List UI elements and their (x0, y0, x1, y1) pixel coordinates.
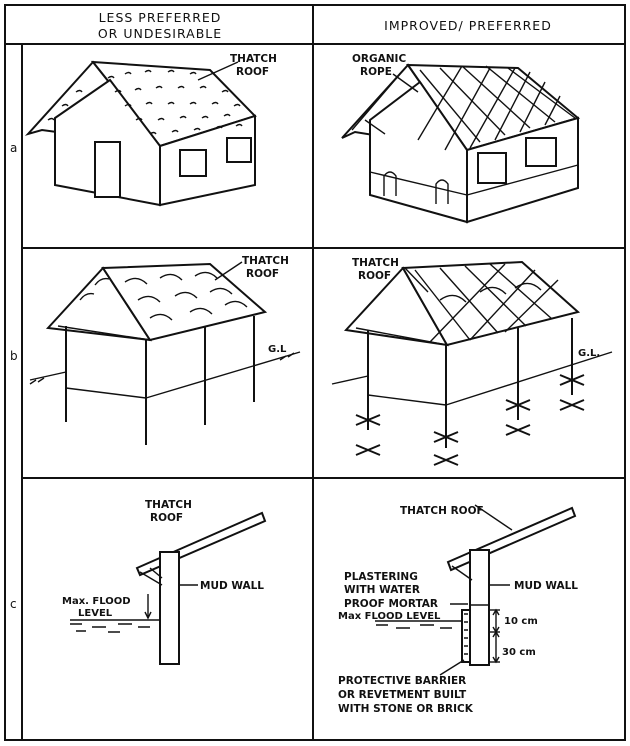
shed-unanchored (29, 261, 301, 445)
row-c-right-flood: Max FLOOD LEVEL (338, 611, 441, 622)
row-b-right-label-line1: THATCH (352, 257, 399, 269)
row-label-a: a (10, 141, 17, 155)
row-c-right-plaster-line1: PLASTERING (344, 571, 418, 583)
row-c-left-flood-line2: LEVEL (78, 608, 113, 619)
hut-thatch-roped (341, 63, 581, 224)
row-c-right-barrier-line2: OR REVETMENT BUILT (338, 689, 467, 701)
row-c-right-roof: THATCH ROOF (400, 505, 484, 517)
row-b-right-ground-label: G.L. (578, 348, 600, 359)
row-c-right-plaster-line2: WITH WATER (344, 584, 420, 596)
row-label-c: c (10, 597, 17, 611)
header-right: IMPROVED/ PREFERRED (384, 18, 552, 33)
row-c-left-roof-line2: ROOF (150, 512, 183, 524)
row-b-right-label-line2: ROOF (358, 270, 391, 282)
row-a-right-label-line2: ROPE (360, 66, 392, 78)
row-b-left-label-line2: ROOF (246, 268, 279, 280)
header-left-line1: LESS PREFERRED (99, 10, 222, 25)
row-c-right-barrier-line3: WITH STONE OR BRICK (338, 703, 474, 715)
row-a-right-label-line1: ORGANIC (352, 53, 406, 65)
row-c-right-mud-wall: MUD WALL (514, 580, 578, 592)
row-c-left-roof-line1: THATCH (145, 499, 192, 511)
row-c-right-dim-30: 30 cm (502, 647, 536, 658)
row-a-left-label-line2: ROOF (236, 66, 269, 78)
row-c-right-dim-10: 10 cm (504, 616, 538, 627)
shed-anchored (331, 260, 613, 466)
row-a-left-label-line1: THATCH (230, 53, 277, 65)
header-left-line2: OR UNDESIRABLE (98, 26, 222, 41)
row-label-b: b (10, 349, 18, 363)
row-b-left-ground-label: G.L (268, 344, 287, 355)
row-b-left-label-line1: THATCH (242, 255, 289, 267)
table-grid (4, 4, 626, 741)
post-anchor-crosses (355, 374, 585, 466)
row-c-right-barrier-line1: PROTECTIVE BARRIER (338, 675, 466, 687)
wall-section-protected (375, 504, 577, 676)
row-c-right-plaster-line3: PROOF MORTAR (344, 598, 438, 610)
row-c-left-mud-wall: MUD WALL (200, 580, 264, 592)
row-c-left-flood-line1: Max. FLOOD (62, 596, 131, 607)
wall-section-unprotected (70, 511, 267, 665)
hut-thatch-loose (24, 60, 257, 207)
